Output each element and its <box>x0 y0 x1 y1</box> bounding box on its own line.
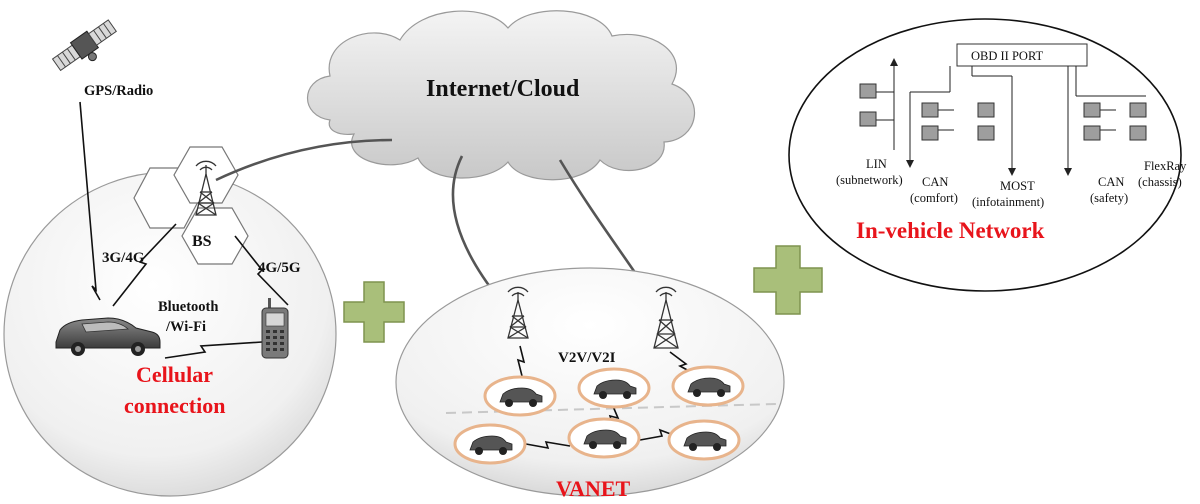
bluetooth-label-line2: /Wi-Fi <box>165 319 206 335</box>
bus-label-lin-2: (subnetwork) <box>836 173 903 187</box>
vanet-title: VANET <box>556 476 631 501</box>
cellular-title-line1: Cellular <box>136 362 213 387</box>
ecu-modules <box>859 83 1147 141</box>
vanet-car-5 <box>567 417 641 459</box>
bs-label: BS <box>192 233 212 250</box>
cloud-label: Internet/Cloud <box>426 76 580 102</box>
rsu-tower-icon-left <box>507 286 529 339</box>
link-4g5g-label: 4G/5G <box>258 260 301 276</box>
in-vehicle-title: In-vehicle Network <box>856 218 1045 243</box>
bus-label-lin-1: LIN <box>866 157 887 171</box>
mobile-phone-icon <box>261 298 289 359</box>
bluetooth-label-line1: Bluetooth <box>158 299 218 315</box>
bus-label-can-safety-1: CAN <box>1098 175 1124 189</box>
plus-sign-left <box>343 281 405 343</box>
cellular-title-line2: connection <box>124 393 225 418</box>
obd-port-box <box>956 43 1088 67</box>
link-3g4g-label: 3G/4G <box>102 250 145 266</box>
bs-hexagons <box>133 146 249 265</box>
bus-label-can-comfort-2: (comfort) <box>910 191 958 205</box>
wireless-links <box>79 101 289 359</box>
vanet-car-6 <box>667 419 741 461</box>
vanet-car-1 <box>483 375 557 417</box>
bus-label-flexray-2: (chassis) <box>1138 175 1182 189</box>
bus-wiring <box>876 64 1146 170</box>
v2v-v2i-label: V2V/V2I <box>558 350 616 366</box>
vanet-cars <box>453 365 745 465</box>
gps-radio-label: GPS/Radio <box>84 83 153 99</box>
satellite-icon <box>51 19 117 72</box>
obd-port-label: OBD II PORT <box>971 49 1044 63</box>
plus-sign-right <box>753 245 823 315</box>
bus-label-can-safety-2: (safety) <box>1090 191 1128 205</box>
vanet-car-2 <box>577 367 651 409</box>
bus-label-most-1: MOST <box>1000 179 1035 193</box>
vanet-car-3 <box>671 365 745 407</box>
car-icon <box>55 317 161 356</box>
bs-tower-icon <box>195 160 217 216</box>
bus-arrowheads <box>890 58 1072 176</box>
bus-label-can-comfort-1: CAN <box>922 175 948 189</box>
bus-label-flexray-1: FlexRay <box>1144 159 1187 173</box>
in-vehicle-oval <box>788 18 1182 292</box>
rsu-tower-icon-right <box>653 286 679 349</box>
bus-label-most-2: (infotainment) <box>972 195 1044 209</box>
internet-cloud <box>306 10 696 181</box>
vanet-car-4 <box>453 423 527 465</box>
